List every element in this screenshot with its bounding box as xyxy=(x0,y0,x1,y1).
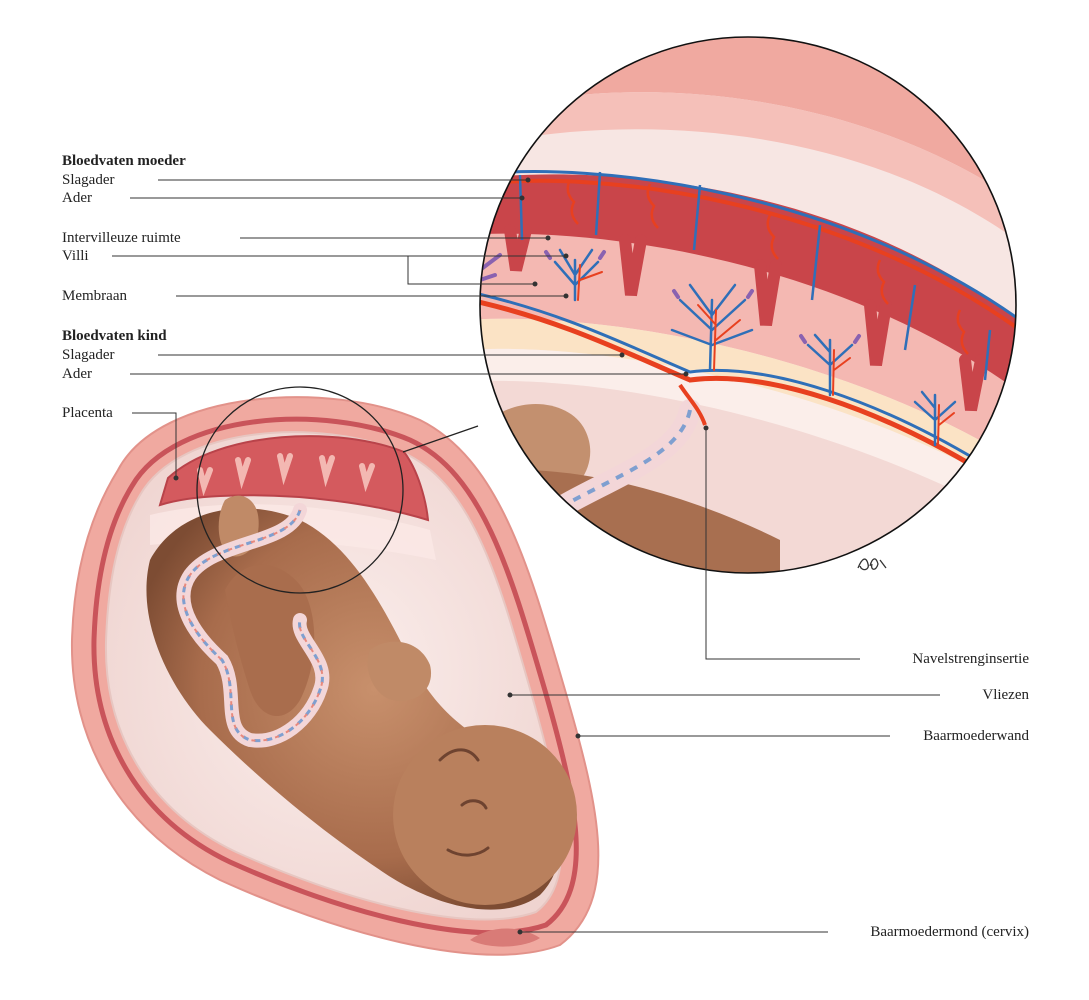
fetus-face xyxy=(438,748,490,857)
label-fetal-vessels-header: Bloedvaten kind xyxy=(62,328,167,344)
cervix-shape xyxy=(470,928,540,947)
label-maternal-vein: Ader xyxy=(62,190,92,206)
zoom-maternal-vein-branches xyxy=(518,171,992,381)
label-maternal-vessels-header: Bloedvaten moeder xyxy=(62,153,186,169)
label-cord-insertion: Navelstrenginsertie xyxy=(912,651,1029,667)
umbilical-cord-vessels xyxy=(182,509,324,743)
zoom-decidua-band xyxy=(480,174,1016,420)
zoom-circle-outline xyxy=(479,36,1017,574)
label-intervillous-space: Intervilleuze ruimte xyxy=(62,230,181,246)
fetus xyxy=(146,495,577,910)
zoom-maternal-vein xyxy=(480,170,1016,322)
artist-signature-icon xyxy=(857,558,887,571)
label-cervix: Baarmoedermond (cervix) xyxy=(870,924,1029,940)
zoom-cord-insertion-point xyxy=(678,383,707,426)
zoom-locator-circle xyxy=(196,386,404,594)
leader-lines xyxy=(112,177,940,935)
zoom-maternal-artery xyxy=(480,178,1016,332)
placenta-villi-gaps xyxy=(197,453,375,497)
label-membrane: Membraan xyxy=(62,288,127,304)
leader-placenta xyxy=(132,412,177,478)
label-fetal-artery: Slagader xyxy=(62,347,115,363)
label-membranes: Vliezen xyxy=(982,687,1029,703)
zoom-septa xyxy=(504,224,987,412)
zoom-maternal-spiral-arteries xyxy=(566,179,969,355)
label-placenta: Placenta xyxy=(62,405,113,421)
label-uterine-wall: Baarmoederwand xyxy=(923,728,1029,744)
fetus-hand xyxy=(367,641,432,701)
uterus-illustration xyxy=(70,396,600,956)
leader-cord-insertion xyxy=(705,428,860,660)
zoom-fetal-artery xyxy=(480,297,982,473)
label-villi: Villi xyxy=(62,248,89,264)
zoom-villi xyxy=(480,248,957,447)
uterine-wall-inner-band xyxy=(91,416,579,936)
fetus-arm xyxy=(225,564,315,717)
placenta-shape xyxy=(158,435,430,522)
zoom-intervillous-space xyxy=(480,233,1016,470)
label-fetal-vein: Ader xyxy=(62,366,92,382)
zoom-chorionic-plate xyxy=(480,318,1016,500)
zoom-fetal-vein xyxy=(480,290,981,464)
zoom-connector-upper xyxy=(402,425,479,453)
zoom-membrane xyxy=(480,348,1016,530)
label-maternal-artery: Slagader xyxy=(62,172,115,188)
leader-villi xyxy=(112,255,535,285)
fetus-head xyxy=(393,725,577,905)
zoom-detail xyxy=(479,36,1017,574)
